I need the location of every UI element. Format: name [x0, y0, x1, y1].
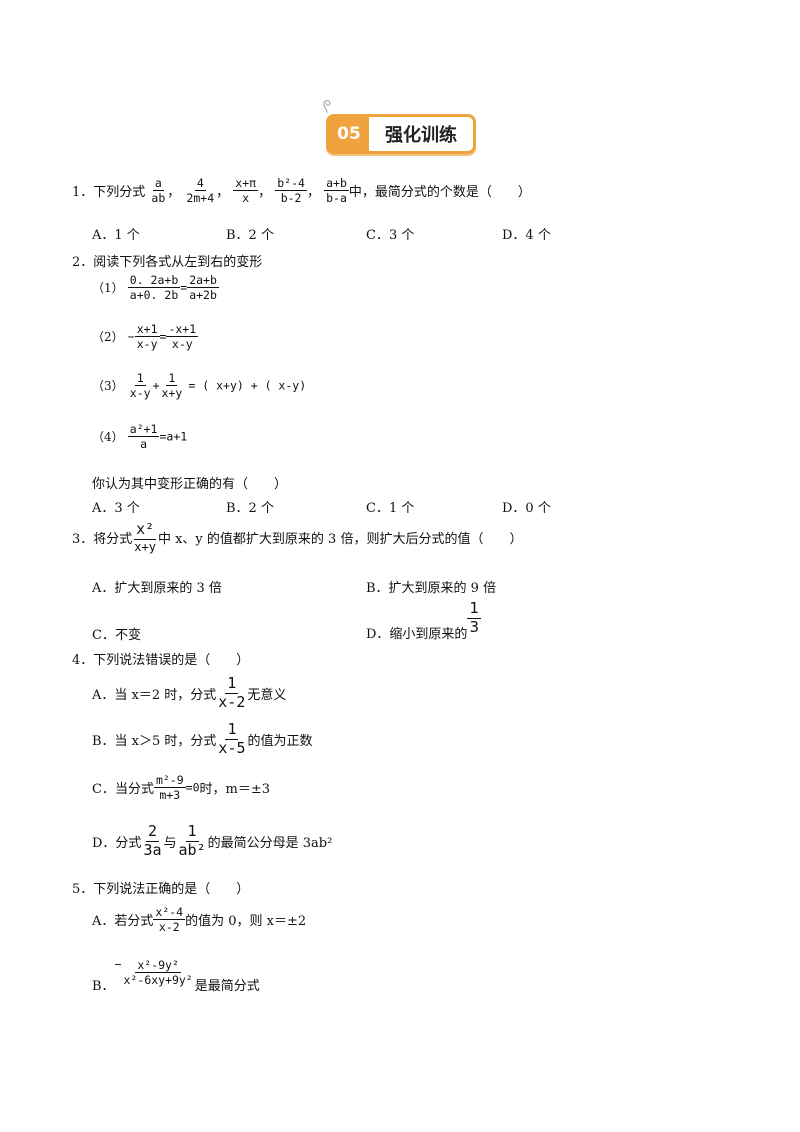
- section-badge: 05 强化训练: [326, 114, 476, 154]
- q2-option-c: C．1 个: [366, 501, 415, 516]
- q3-option-b: B．扩大到原来的 9 倍: [366, 581, 497, 596]
- q1-option-a: A．1 个: [92, 228, 140, 243]
- swirl-ornament-icon: [323, 100, 331, 114]
- q2-option-d: D．0 个: [502, 501, 551, 516]
- q1-suffix: 中，最简分式的个数是（ ）: [348, 185, 531, 201]
- q3-option-c: C．不变: [92, 628, 141, 643]
- q5-stem: 5．下列说法正确的是（ ）: [72, 882, 250, 897]
- q2-option-a: A．3 个: [92, 501, 140, 516]
- q1-prefix: 1．下列分式: [72, 185, 146, 201]
- section-number: 05: [329, 117, 369, 151]
- q4-stem: 4．下列说法错误的是（ ）: [72, 653, 250, 668]
- q1-option-c: C．3 个: [366, 228, 415, 243]
- q3-option-a: A．扩大到原来的 3 倍: [92, 581, 222, 596]
- q2-question: 你认为其中变形正确的有（ ）: [92, 477, 288, 492]
- q2-stem: 2．阅读下列各式从左到右的变形: [72, 255, 263, 270]
- section-title: 强化训练: [385, 125, 457, 146]
- q1-option-d: D．4 个: [502, 228, 551, 243]
- q2-option-b: B．2 个: [226, 501, 274, 516]
- q1-option-b: B．2 个: [226, 228, 274, 243]
